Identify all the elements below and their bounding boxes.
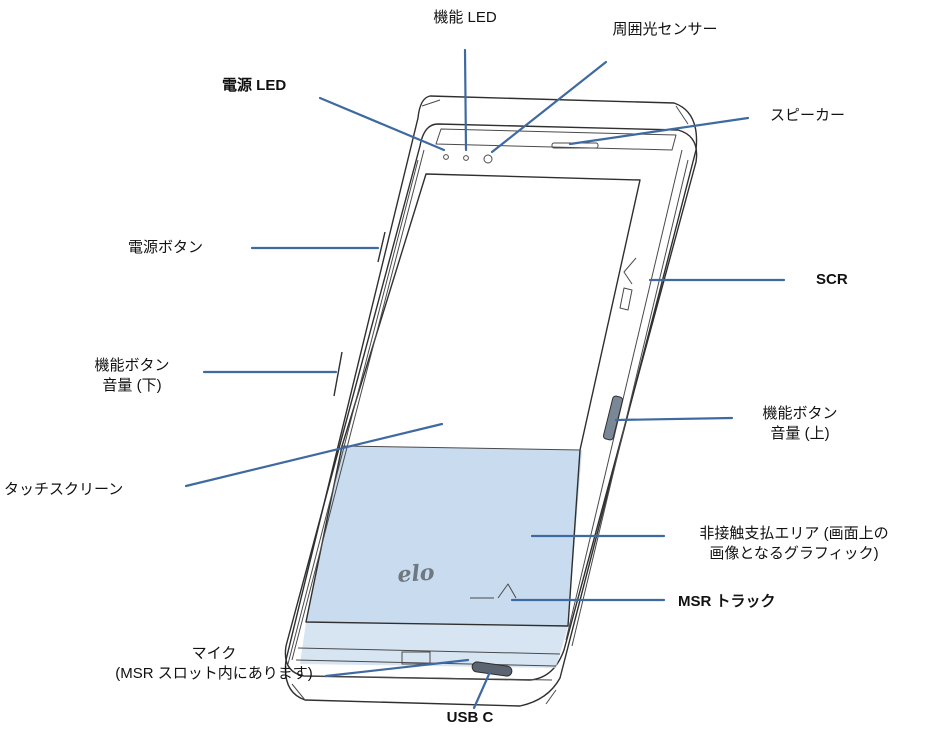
scr-card-icon (619, 257, 637, 311)
leader-mic (324, 658, 470, 678)
label-function-led: 機能 LED (433, 9, 497, 26)
label-speaker: スピーカー (770, 107, 846, 124)
label-function-button-vol-up-line2: 音量 (上) (770, 425, 830, 442)
leader-power-led (318, 96, 446, 152)
label-contactless-area-line1: 非接触支払エリア (画面上の (699, 525, 889, 542)
label-usb-c: USB C (446, 709, 494, 726)
volume-down-button (333, 351, 343, 397)
leader-volume-up (614, 416, 734, 422)
msr-track-icon (470, 583, 517, 599)
label-function-button-vol-down: 機能ボタン 音量 (下) (72, 356, 192, 396)
device-back-shell (284, 95, 698, 707)
label-touchscreen: タッチスクリーン (4, 481, 124, 498)
label-contactless-area-line2: 画像となるグラフィック) (709, 545, 879, 562)
leader-usb-c (472, 670, 492, 710)
label-function-button-vol-up: 機能ボタン 音量 (上) (740, 404, 860, 444)
leader-function-led (463, 48, 468, 152)
label-power-led: 電源 LED (222, 77, 287, 94)
screen-shade-edge (341, 445, 581, 451)
contactless-area-shading (306, 446, 582, 626)
device-bottom-edge (295, 647, 561, 681)
label-power-button: 電源ボタン (128, 239, 204, 256)
label-ambient-light-sensor: 周囲光センサー (612, 21, 718, 38)
label-contactless-area: 非接触支払エリア (画面上の 画像となるグラフィック) (668, 524, 920, 564)
label-function-button-vol-up-line1: 機能ボタン (762, 405, 838, 422)
label-mic-line2: (MSR スロット内にあります) (115, 665, 313, 682)
volume-up-button (602, 395, 624, 441)
device-back-rim (291, 99, 689, 705)
leader-speaker (568, 116, 750, 146)
label-mic: マイク (MSR スロット内にあります) (94, 644, 334, 684)
ambient-light-sensor-dot (483, 154, 493, 164)
leader-ambient-light-sensor (490, 60, 608, 154)
function-led-dot (463, 155, 469, 161)
elo-logo: elo (397, 559, 436, 588)
label-function-button-vol-down-line2: 音量 (下) (102, 377, 162, 394)
label-mic-line1: マイク (191, 645, 237, 662)
usb-c-port (471, 661, 513, 677)
power-led-dot (443, 154, 449, 160)
msr-slot-mic-opening (401, 651, 431, 665)
contactless-bezel-shading (300, 622, 568, 668)
label-function-button-vol-down-line1: 機能ボタン (94, 357, 170, 374)
device-right-edge (565, 149, 689, 647)
label-scr: SCR (816, 271, 848, 288)
leader-touchscreen (184, 422, 444, 488)
device-left-edge (287, 149, 425, 665)
label-msr-track: MSR トラック (678, 593, 776, 610)
device-top-cap (435, 128, 677, 151)
power-button (377, 231, 386, 263)
